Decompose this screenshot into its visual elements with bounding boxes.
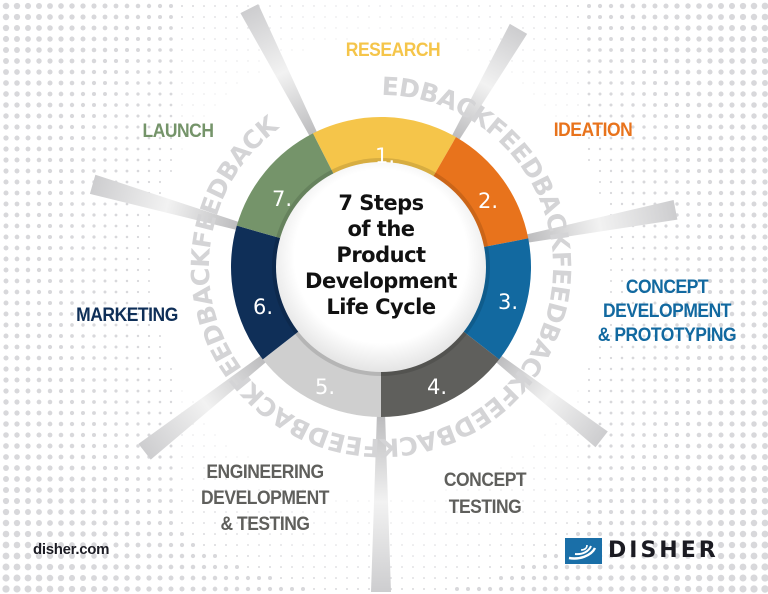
step-3-label: CONCEPT DEVELOPMENT & PROTOTYPING (580, 276, 755, 348)
step-7-number: 7. (271, 187, 293, 211)
step-1-label: RESEARCH (324, 41, 462, 60)
footer-url: disher.com (33, 541, 110, 558)
disher-logo: DISHER (565, 538, 719, 564)
title-line: of the (347, 217, 415, 241)
step-4-label: CONCEPT TESTING (425, 467, 545, 521)
step-5-label: ENGINEERING DEVELOPMENT & TESTING (182, 460, 348, 538)
label-line: CONCEPT (443, 470, 527, 491)
step-5-number: 5. (314, 375, 336, 399)
label-line: ENGINEERING (206, 462, 324, 483)
label-line: TESTING (448, 497, 522, 518)
step-2-label: IDEATION (533, 121, 653, 140)
label-line: IDEATION (553, 120, 633, 141)
label-line: DEVELOPMENT (201, 488, 329, 509)
step-6-label: MARKETING (58, 306, 196, 325)
label-line: DEVELOPMENT (603, 301, 731, 322)
logo-text: DISHER (608, 538, 719, 563)
step-6-number: 6. (252, 295, 274, 319)
label-line: MARKETING (76, 305, 178, 326)
step-3-number: 3. (497, 290, 519, 314)
step-1-number: 1. (374, 144, 396, 168)
title-line: Development (305, 269, 457, 293)
label-line: & PROTOTYPING (597, 325, 737, 346)
step-7-label: LAUNCH (123, 122, 233, 141)
title-line: Life Cycle (326, 295, 436, 319)
diagram-title: 7 Steps of the Product Development Life … (276, 190, 486, 320)
label-line: & TESTING (220, 514, 310, 535)
label-line: LAUNCH (142, 121, 214, 142)
title-line: 7 Steps (338, 191, 424, 215)
step-4-number: 4. (426, 375, 448, 399)
label-line: CONCEPT (625, 277, 709, 298)
label-line: RESEARCH (345, 40, 441, 61)
title-line: Product (336, 243, 426, 267)
step-2-number: 2. (477, 189, 499, 213)
disher-swirl-icon (565, 538, 602, 564)
